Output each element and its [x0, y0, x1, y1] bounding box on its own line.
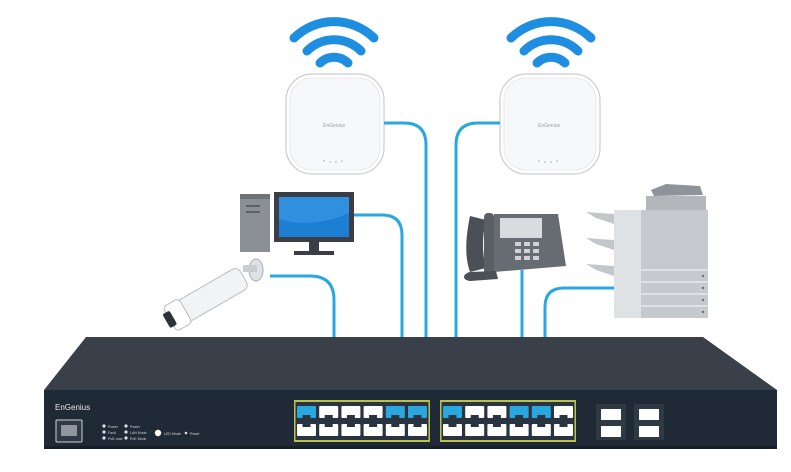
- port-latch: [346, 424, 355, 427]
- access-point-icon: EnGenius: [499, 73, 601, 175]
- cable-desktop: [354, 213, 404, 405]
- led-indicator: [124, 436, 128, 440]
- ethernet-cables: [270, 121, 614, 405]
- sfp-port[interactable]: [601, 426, 621, 437]
- access-point-icon: EnGenius: [285, 73, 385, 175]
- led-label: LAN Mode: [130, 431, 147, 435]
- ethernet-port[interactable]: [509, 406, 529, 418]
- led-label: Power: [130, 425, 141, 429]
- ethernet-port[interactable]: [554, 406, 573, 418]
- ethernet-port[interactable]: [363, 406, 383, 418]
- port-latch: [369, 424, 378, 427]
- ethernet-port[interactable]: [297, 424, 316, 436]
- port-latch: [413, 424, 422, 427]
- switch-ports: [294, 400, 576, 442]
- port-latch: [537, 424, 546, 427]
- ethernet-port[interactable]: [554, 424, 573, 436]
- port-latch: [391, 424, 400, 427]
- ethernet-port[interactable]: [319, 424, 339, 436]
- port-latch: [324, 415, 333, 418]
- network-switch-icon: EnGenius Power Fault PoE-max Power LAN M…: [44, 337, 777, 449]
- led-indicator: [124, 430, 128, 434]
- cable-access-point-left: [384, 121, 428, 405]
- access-point-brand: EnGenius: [538, 123, 560, 129]
- security-camera-icon: [163, 258, 264, 331]
- ethernet-port[interactable]: [408, 424, 427, 436]
- cable-camera: [270, 274, 336, 405]
- port-latch: [559, 424, 568, 427]
- ethernet-port[interactable]: [443, 406, 462, 418]
- ethernet-port[interactable]: [443, 424, 462, 436]
- multifunction-printer-icon: [586, 184, 708, 318]
- port-latch: [413, 415, 422, 418]
- sfp-port[interactable]: [601, 409, 621, 420]
- port-latch: [470, 424, 479, 427]
- ethernet-port[interactable]: [363, 424, 383, 436]
- port-latch: [448, 415, 457, 418]
- port-latch: [369, 415, 378, 418]
- ethernet-port[interactable]: [509, 424, 529, 436]
- access-point-brand: EnGenius: [323, 123, 345, 129]
- switch-brand: EnGenius: [55, 403, 90, 412]
- led-label: Power: [108, 425, 119, 429]
- ethernet-port[interactable]: [319, 406, 339, 418]
- wifi-icon: [289, 17, 379, 68]
- ethernet-port[interactable]: [465, 424, 485, 436]
- led-mode-label: LED Mode: [164, 432, 181, 436]
- port-latch: [492, 424, 501, 427]
- ethernet-port[interactable]: [341, 406, 361, 418]
- ethernet-port[interactable]: [385, 424, 405, 436]
- led-indicator: [102, 430, 106, 434]
- led-indicator: [102, 424, 106, 428]
- led-indicator: [124, 424, 128, 428]
- led-label: Fault: [108, 431, 116, 435]
- port-latch: [391, 415, 400, 418]
- port-latch: [515, 424, 524, 427]
- port-latch: [302, 415, 311, 418]
- ethernet-port[interactable]: [408, 406, 427, 418]
- ethernet-port[interactable]: [385, 406, 405, 418]
- ethernet-port[interactable]: [297, 406, 316, 418]
- port-latch: [302, 424, 311, 427]
- status-leds: Power Fault PoE-max Power LAN Mode PoE M…: [102, 424, 147, 441]
- ethernet-port[interactable]: [341, 424, 361, 436]
- port-block-face: [295, 402, 429, 440]
- port-latch: [324, 424, 333, 427]
- desktop-computer-icon: [240, 192, 354, 255]
- led-label: PoE Mode: [130, 437, 146, 441]
- port-latch: [515, 415, 524, 418]
- ethernet-port[interactable]: [531, 406, 551, 418]
- reset-label: Reset: [190, 432, 199, 436]
- sfp-slots: [596, 404, 664, 440]
- led-indicator: [102, 436, 106, 440]
- sfp-port[interactable]: [639, 409, 659, 420]
- port-latch: [492, 415, 501, 418]
- led-label: PoE-max: [108, 437, 123, 441]
- led-mode-button[interactable]: [154, 429, 162, 437]
- port-latch: [448, 424, 457, 427]
- port-latch: [537, 415, 546, 418]
- ip-phone-icon: [464, 213, 566, 281]
- port-block-face: [441, 402, 575, 440]
- sfp-port[interactable]: [639, 426, 659, 437]
- cable-printer: [543, 286, 614, 405]
- ethernet-port[interactable]: [487, 406, 507, 418]
- ethernet-port[interactable]: [531, 424, 551, 436]
- ethernet-port[interactable]: [487, 424, 507, 436]
- cable-access-point-right: [454, 121, 500, 405]
- ethernet-port[interactable]: [465, 406, 485, 418]
- port-latch: [559, 415, 568, 418]
- reset-button[interactable]: [184, 431, 188, 435]
- wifi-icon: [506, 17, 596, 68]
- port-latch: [346, 415, 355, 418]
- port-latch: [470, 415, 479, 418]
